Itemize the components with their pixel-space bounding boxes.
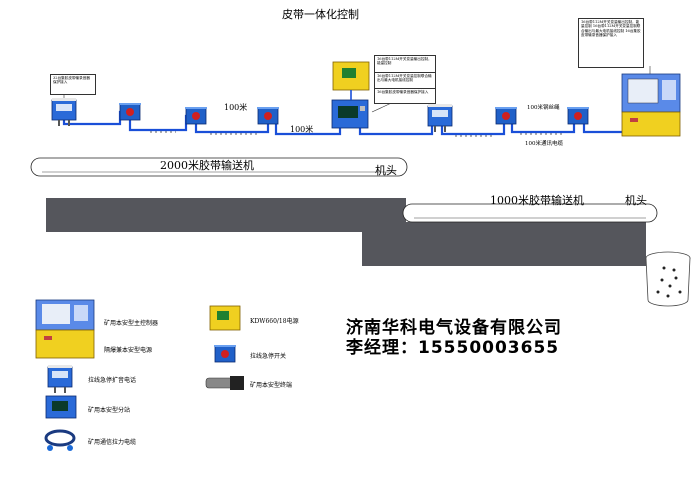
note-mid-top: 16台带112M开关变量输出控制，能量控制 bbox=[374, 55, 436, 74]
company-name: 济南华科电气设备有限公司 bbox=[346, 318, 562, 338]
note-right: 16台带112M开关变量输出控制，能量控制 16台带112M开关变量控制联合输出… bbox=[578, 18, 644, 68]
note-mid-low: 16台集胶皮带输录音器保护接入 bbox=[374, 88, 436, 104]
legend-main-controller-icon bbox=[35, 299, 95, 331]
belt-ground-lower bbox=[362, 232, 646, 266]
legend-terminal-icon bbox=[205, 376, 244, 390]
emergency-stop-device bbox=[256, 106, 280, 125]
legend-label-substation: 矿用本安型分站 bbox=[88, 407, 131, 414]
diagram-title: 皮带一体化控制 bbox=[282, 8, 359, 21]
upper-belt-label: 2000米胶带输送机 bbox=[160, 159, 254, 172]
distance-label-4: 100米通讯电缆 bbox=[525, 141, 563, 147]
legend-emergency-stop-icon bbox=[213, 344, 237, 363]
emergency-stop-device bbox=[118, 102, 142, 121]
main-controller-device bbox=[621, 73, 681, 137]
legend-label-main-controller: 矿用本安型主控制器 bbox=[104, 320, 159, 327]
distance-label-2: 100米 bbox=[290, 125, 314, 134]
legend-label-kdw-power: KDW660/18电源 bbox=[250, 318, 299, 325]
legend-label-comm-cable: 矿用通信拉力电缆 bbox=[88, 439, 137, 446]
distance-label-3: 100米钢丝绳 bbox=[527, 105, 560, 111]
legend-label-power-supply: 隔爆兼本安型电源 bbox=[104, 347, 153, 354]
legend-label-emergency-phone: 拉线急停扩音电话 bbox=[88, 377, 137, 384]
legend-power-supply-icon bbox=[35, 329, 95, 359]
distance-label-1: 100米 bbox=[224, 103, 248, 112]
lower-belt-conveyor bbox=[402, 203, 658, 223]
note-left: 32台集胶皮带输录音器保护接入 bbox=[50, 74, 96, 95]
substation-device bbox=[331, 99, 369, 129]
legend-comm-cable-icon bbox=[44, 429, 76, 451]
lower-belt-head: 机头 bbox=[625, 194, 647, 207]
upper-belt-conveyor bbox=[30, 157, 408, 177]
coal-bin bbox=[645, 251, 691, 307]
emergency-stop-device bbox=[184, 106, 208, 125]
kdw-power-device bbox=[332, 61, 370, 100]
legend-label-terminal: 矿用本安型终端 bbox=[250, 382, 293, 389]
emergency-stop-device bbox=[494, 106, 518, 125]
legend-emergency-phone-icon bbox=[47, 364, 73, 394]
contact-info: 李经理：15550003655 bbox=[346, 338, 560, 358]
legend-label-emergency-stop: 拉线急停开关 bbox=[250, 353, 287, 360]
lower-belt-label: 1000米胶带输送机 bbox=[490, 194, 584, 207]
upper-belt-head: 机头 bbox=[375, 164, 397, 177]
legend-substation-icon bbox=[45, 395, 77, 419]
emergency-stop-device bbox=[566, 106, 590, 125]
belt-ground-upper bbox=[46, 198, 406, 232]
legend-kdw-power-icon bbox=[209, 305, 241, 331]
